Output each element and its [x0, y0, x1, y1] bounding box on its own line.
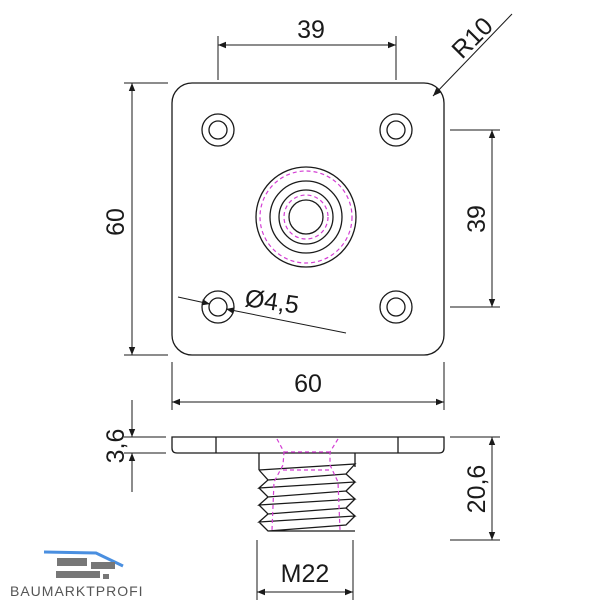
dimension-top-hole-spacing: 39 [217, 16, 397, 80]
center-boss [255, 166, 357, 268]
dimension-total-height: 20,6 [450, 436, 500, 541]
dimension-label: M22 [281, 560, 330, 588]
mounting-hole [379, 290, 413, 324]
plate-side-view [171, 436, 445, 532]
logo: BAUMARKTPROFI [10, 550, 144, 599]
dimension-plate-thickness: 3,6 [102, 400, 166, 492]
dimension-thread: M22 [256, 540, 354, 600]
dimension-label: 3,6 [102, 429, 130, 464]
dimension-side-hole-spacing: 39 [450, 129, 500, 308]
dimension-plate-width: 60 [171, 362, 445, 410]
dimension-label: 39 [463, 205, 491, 233]
logo-text: BAUMARKTPROFI [10, 583, 144, 599]
dimension-hole-diameter: Ø4,5 [177, 284, 347, 334]
mounting-hole [379, 113, 413, 147]
threaded-stem [257, 438, 357, 532]
plate-top-view [171, 82, 445, 356]
dimension-label: 60 [102, 208, 130, 236]
dimension-label: 60 [294, 370, 322, 398]
dimension-label: 39 [297, 16, 325, 44]
dimension-label: 20,6 [463, 465, 491, 514]
dimension-label: R10 [446, 12, 498, 64]
dimension-corner-radius: R10 [432, 12, 513, 97]
mounting-hole [201, 290, 235, 324]
mounting-hole [201, 113, 235, 147]
dimension-plate-height: 60 [102, 82, 168, 356]
